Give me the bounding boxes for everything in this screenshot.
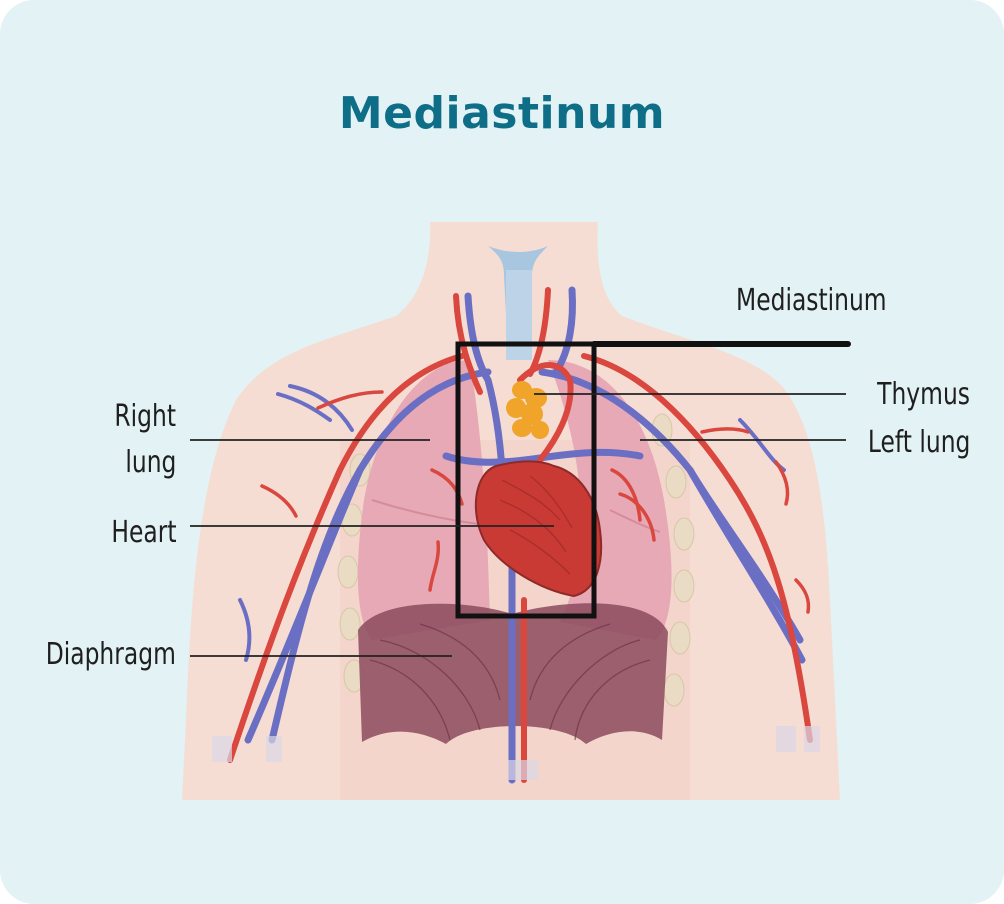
label-right-lung-line2: lung xyxy=(124,445,176,480)
label-right-lung-line1: Right xyxy=(114,399,176,434)
mediastinum-box xyxy=(455,341,597,619)
label-diaphragm: Diaphragm xyxy=(45,637,176,672)
label-thymus: Thymus xyxy=(877,377,970,412)
label-left-lung: Left lung xyxy=(867,425,970,460)
label-heart: Heart xyxy=(110,515,176,550)
ribs xyxy=(337,413,695,707)
diagram-title: Mediastinum xyxy=(338,88,666,139)
thymus xyxy=(506,381,549,439)
label-mediastinum: Mediastinum xyxy=(736,283,887,318)
